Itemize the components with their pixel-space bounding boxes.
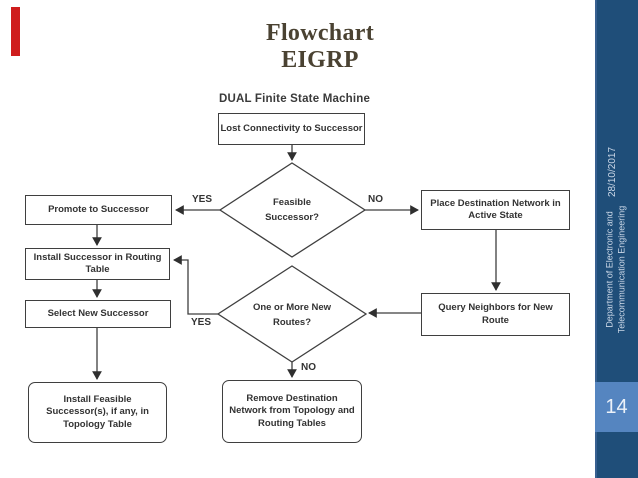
node-query-neighbors: Query Neighbors for New Route: [421, 293, 570, 336]
node-promote-to-successor: Promote to Successor: [25, 195, 172, 225]
node-text-line: Topology Table: [63, 418, 132, 430]
arrow-yes-to-install: [173, 255, 218, 315]
node-feasible-successor-text: Feasible Successor?: [227, 195, 357, 225]
decision-diamond-feasible: [218, 162, 367, 258]
node-text-line: Feasible: [272, 197, 312, 208]
node-text-line: One or More New: [252, 302, 332, 313]
sidebar-department-line1: Department of Electronic and: [604, 211, 615, 328]
node-text-line: Remove Destination: [246, 392, 338, 404]
label-no-routes: NO: [301, 362, 316, 373]
node-text-line: Network from Topology and: [229, 405, 355, 417]
page-number-box: 14: [595, 382, 638, 432]
node-text-line: Successor?: [265, 212, 319, 223]
node-one-or-more-routes-text: One or More New Routes?: [227, 300, 357, 330]
node-text-line: Install Successor in Routing: [33, 251, 162, 263]
label-yes-routes: YES: [191, 317, 212, 328]
page-number: 14: [605, 395, 628, 418]
label-no-feasible: NO: [368, 194, 383, 205]
node-install-feasible-successors: Install Feasible Successor(s), if any, i…: [28, 382, 167, 443]
node-text-line: Table: [85, 264, 110, 275]
node-place-destination-active: Place Destination Network in Active Stat…: [421, 190, 570, 230]
sidebar-department: Department of Electronic and Telecommuni…: [605, 190, 628, 350]
node-text-line: Active State: [468, 210, 523, 221]
slide-title-line1: Flowchart: [265, 20, 374, 46]
label-yes-feasible: YES: [192, 194, 213, 205]
node-install-successor: Install Successor in Routing Table: [25, 248, 170, 280]
node-remove-destination: Remove Destination Network from Topology…: [222, 380, 362, 443]
node-text-line: Place Destination Network in: [430, 197, 561, 209]
sidebar-department-line2: Telecommunication Engineering: [616, 205, 626, 334]
node-text-line: Install Feasible: [63, 393, 132, 405]
node-text-line: Lost Connectivity to Successor: [220, 122, 363, 134]
red-accent-bar: [11, 7, 20, 56]
node-text-line: Select New Successor: [47, 307, 149, 319]
slide-title-line2: EIGRP: [281, 47, 359, 73]
node-text-line: Query Neighbors for New: [438, 302, 553, 313]
node-text-line: Routing Tables: [258, 417, 326, 429]
node-text-line: Routes?: [273, 317, 311, 328]
node-text-line: Route: [482, 314, 509, 326]
node-text-line: Successor(s), if any, in: [46, 406, 149, 418]
slide-title: Flowchart EIGRP: [170, 20, 470, 74]
flowchart-heading: DUAL Finite State Machine: [219, 93, 371, 105]
node-select-new-successor: Select New Successor: [25, 300, 171, 328]
node-text-line: Promote to Successor: [48, 203, 149, 215]
node-lost-connectivity: Lost Connectivity to Successor: [218, 113, 365, 145]
